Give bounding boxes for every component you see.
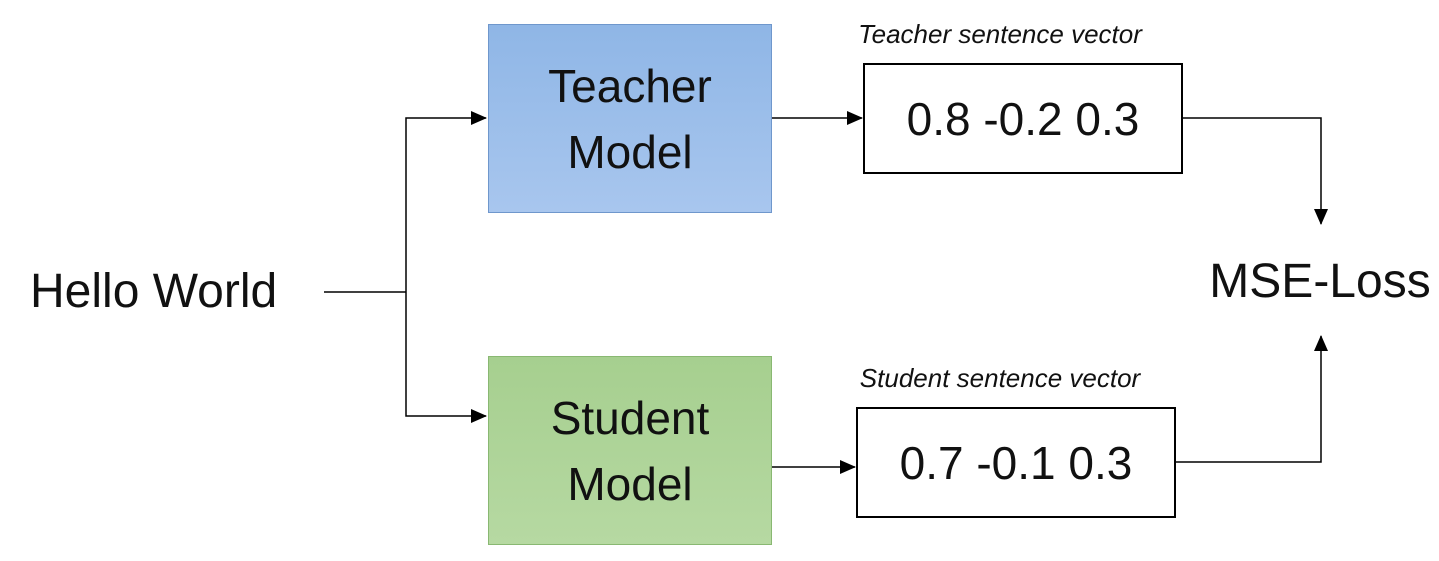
- teacher-model-box: Teacher Model: [488, 24, 772, 213]
- student-model-label-line2: Model: [567, 457, 693, 510]
- teacher-model-label-line1: Teacher: [548, 59, 712, 112]
- student-model-box: Student Model: [488, 356, 772, 545]
- teacher-model-label-line2: Model: [567, 125, 693, 178]
- student-vector-box: 0.7 -0.1 0.3: [856, 407, 1176, 518]
- student-vector-values: 0.7 -0.1 0.3: [899, 436, 1133, 489]
- teacher-vector-caption: Teacher sentence vector: [858, 19, 1142, 49]
- student-vector-caption: Student sentence vector: [859, 363, 1141, 393]
- mse-loss-label: MSE-Loss: [1209, 255, 1431, 308]
- teacher-vector-values: 0.8 -0.2 0.3: [906, 92, 1140, 145]
- input-sentence: Hello World: [30, 265, 278, 318]
- teacher-vector-box: 0.8 -0.2 0.3: [863, 63, 1183, 174]
- arrow-student-vector-to-loss: [1176, 335, 1328, 463]
- arrow-input-to-student: [405, 292, 487, 423]
- arrow-teacher-vector-to-loss: [1183, 117, 1328, 225]
- arrow-input-to-teacher: [405, 111, 487, 292]
- student-model-label-line1: Student: [550, 391, 710, 444]
